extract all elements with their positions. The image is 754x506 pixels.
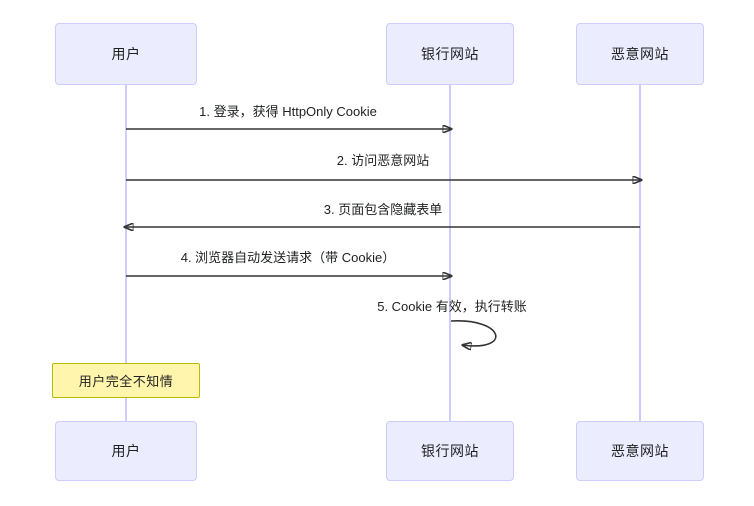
message-label-3: 3. 页面包含隐藏表单: [258, 202, 508, 218]
participant-user-bottom[interactable]: 用户: [55, 421, 197, 481]
message-2-text: 2. 访问恶意网站: [336, 153, 430, 168]
note-user-unaware: 用户完全不知情: [52, 363, 200, 398]
message-5-text: 5. Cookie 有效，执行转账: [377, 299, 527, 314]
participant-user-top[interactable]: 用户: [55, 23, 197, 85]
message-4-text: 4. 浏览器自动发送请求（带 Cookie）: [180, 250, 396, 265]
participant-bank-bottom[interactable]: 银行网站: [386, 421, 514, 481]
participant-evil-bottom[interactable]: 恶意网站: [576, 421, 704, 481]
participant-evil-bottom-label: 恶意网站: [611, 443, 669, 459]
participant-user-top-label: 用户: [111, 46, 141, 62]
participant-bank-top[interactable]: 银行网站: [386, 23, 514, 85]
participant-bank-bottom-label: 银行网站: [421, 443, 479, 459]
participant-user-bottom-label: 用户: [111, 443, 141, 459]
message-label-5: 5. Cookie 有效，执行转账: [342, 299, 562, 315]
participant-bank-top-label: 银行网站: [421, 46, 479, 62]
note-label: 用户完全不知情: [78, 374, 174, 389]
message-label-1: 1. 登录，获得 HttpOnly Cookie: [138, 104, 438, 120]
lifeline-evil: [639, 85, 641, 423]
lifeline-user: [125, 85, 127, 423]
message-1-text: 1. 登录，获得 HttpOnly Cookie: [199, 104, 377, 119]
participant-evil-top-label: 恶意网站: [611, 46, 669, 62]
lifeline-bank: [449, 85, 451, 423]
arrow-message-5-selfloop: [450, 320, 497, 346]
message-label-2: 2. 访问恶意网站: [258, 153, 508, 169]
participant-evil-top[interactable]: 恶意网站: [576, 23, 704, 85]
message-label-4: 4. 浏览器自动发送请求（带 Cookie）: [128, 250, 448, 266]
message-3-text: 3. 页面包含隐藏表单: [323, 202, 443, 217]
